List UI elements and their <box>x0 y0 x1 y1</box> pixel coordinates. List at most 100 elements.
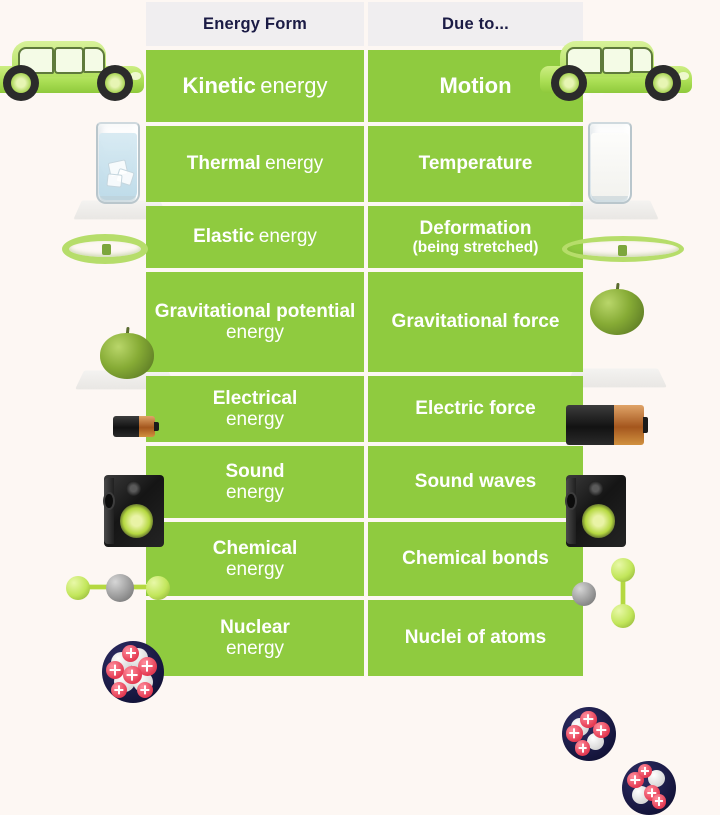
apple-body <box>590 289 644 335</box>
due-to-cell: Sound waves <box>368 446 583 518</box>
energy-form-cell: Nuclear energy <box>146 600 364 676</box>
glass-base <box>99 196 137 202</box>
table-row: Elastic energy Deformation (being stretc… <box>146 206 583 268</box>
proton <box>105 660 125 680</box>
due-to-text: Nuclei of atoms <box>404 627 547 649</box>
band-ring <box>562 236 684 262</box>
speaker-port <box>105 493 113 509</box>
speaker-side-panel <box>104 477 114 545</box>
bonded-molecule-icon <box>62 570 172 604</box>
energy-forms-infographic: Energy Form Due to... Kinetic energy Mot… <box>0 0 720 729</box>
energy-form-suffix: energy <box>265 153 324 175</box>
proton <box>137 657 157 676</box>
energy-form-suffix: energy <box>225 409 285 430</box>
energy-form-suffix: energy <box>225 559 285 580</box>
due-to-text: Temperature <box>418 153 533 175</box>
energy-form-cell: Kinetic energy <box>146 50 364 122</box>
car-wheel <box>550 64 588 101</box>
speaker-tweeter <box>587 481 603 497</box>
car-icon <box>0 40 144 102</box>
atom <box>106 574 134 602</box>
chemical-bond <box>84 584 112 590</box>
loudspeaker-icon <box>566 475 626 547</box>
band-tag <box>101 244 111 256</box>
table-row: Kinetic energy Motion <box>146 50 583 122</box>
glass-of-iced-water-icon <box>96 122 140 204</box>
apple-body <box>100 333 154 379</box>
due-to-text: Chemical bonds <box>402 548 549 570</box>
atom <box>66 576 90 600</box>
battery-icon <box>113 416 159 437</box>
speaker-woofer <box>581 504 616 538</box>
band-tag <box>618 244 628 256</box>
atom <box>146 576 170 600</box>
battery-icon <box>566 405 648 445</box>
speaker-port <box>567 493 575 509</box>
elastic-band-icon <box>62 234 148 264</box>
energy-form-name: Thermal <box>186 153 261 175</box>
stretched-elastic-band-icon <box>562 236 684 262</box>
battery-positive-terminal <box>139 416 155 437</box>
energy-form-suffix: energy <box>225 482 285 503</box>
due-to-text: Deformation <box>419 217 532 239</box>
energy-form-cell: Sound energy <box>146 446 364 518</box>
band-ring <box>62 234 148 264</box>
energy-form-name: Kinetic <box>182 72 256 98</box>
due-to-text: Sound waves <box>414 471 537 493</box>
due-to-subtext: (being stretched) <box>412 238 539 256</box>
energy-form-name: Elastic <box>193 226 255 248</box>
energy-form-suffix: energy <box>260 72 328 98</box>
battery-tip <box>154 422 159 431</box>
battery-positive-terminal <box>614 405 644 445</box>
proton <box>121 644 140 663</box>
proton <box>652 794 667 809</box>
energy-form-cell: Electrical energy <box>146 376 364 442</box>
ice-cube <box>105 173 123 189</box>
due-to-cell: Temperature <box>368 126 583 202</box>
column-header-energy-form: Energy Form <box>146 2 364 46</box>
table-row: Chemical energy Chemical bonds <box>146 522 583 596</box>
chemical-bond <box>620 576 626 610</box>
glass-base <box>591 196 629 202</box>
separated-atoms-molecule-icon <box>572 558 658 630</box>
atom <box>611 604 635 628</box>
due-to-cell: Deformation (being stretched) <box>368 206 583 268</box>
energy-form-suffix: energy <box>258 226 317 248</box>
due-to-cell: Nuclei of atoms <box>368 600 583 676</box>
table-row: Nuclear energy Nuclei of atoms <box>146 600 583 676</box>
car-headlight <box>678 72 689 80</box>
atomic-nucleus-icon <box>102 641 164 703</box>
car-window <box>54 46 85 75</box>
splitting-nuclei-icon <box>622 761 676 815</box>
proton <box>574 740 591 756</box>
due-to-cell: Electric force <box>368 376 583 442</box>
proton <box>123 665 142 685</box>
due-to-cell: Gravitational force <box>368 272 583 372</box>
due-to-text: Gravitational force <box>391 311 560 333</box>
energy-form-cell: Thermal energy <box>146 126 364 202</box>
table-header-row: Energy Form Due to... <box>146 2 583 46</box>
energy-form-suffix: energy <box>225 638 285 659</box>
proton <box>580 711 597 728</box>
table-row: Electrical energy Electric force <box>146 376 583 442</box>
due-to-text: Electric force <box>415 398 536 420</box>
energy-form-name: Nuclear <box>220 616 290 638</box>
proton <box>110 681 127 699</box>
speaker-tweeter <box>125 481 141 497</box>
table-row: Sound energy Sound waves <box>146 446 583 518</box>
energy-table: Energy Form Due to... Kinetic energy Mot… <box>146 2 583 724</box>
battery-body <box>113 416 140 437</box>
car-window <box>602 46 633 75</box>
due-to-cell: Chemical bonds <box>368 522 583 596</box>
atom <box>572 582 596 606</box>
energy-form-name: Gravitational potential <box>154 300 356 322</box>
table-row: Thermal energy Temperature <box>146 126 583 202</box>
proton <box>136 681 153 699</box>
energy-form-name: Chemical <box>212 537 298 559</box>
energy-form-suffix: energy <box>225 322 285 343</box>
table-row: Gravitational potential energy Gravitati… <box>146 272 583 372</box>
energy-form-cell: Elastic energy <box>146 206 364 268</box>
car-window <box>83 47 106 73</box>
energy-form-cell: Chemical energy <box>146 522 364 596</box>
column-header-due-to: Due to... <box>368 2 583 46</box>
